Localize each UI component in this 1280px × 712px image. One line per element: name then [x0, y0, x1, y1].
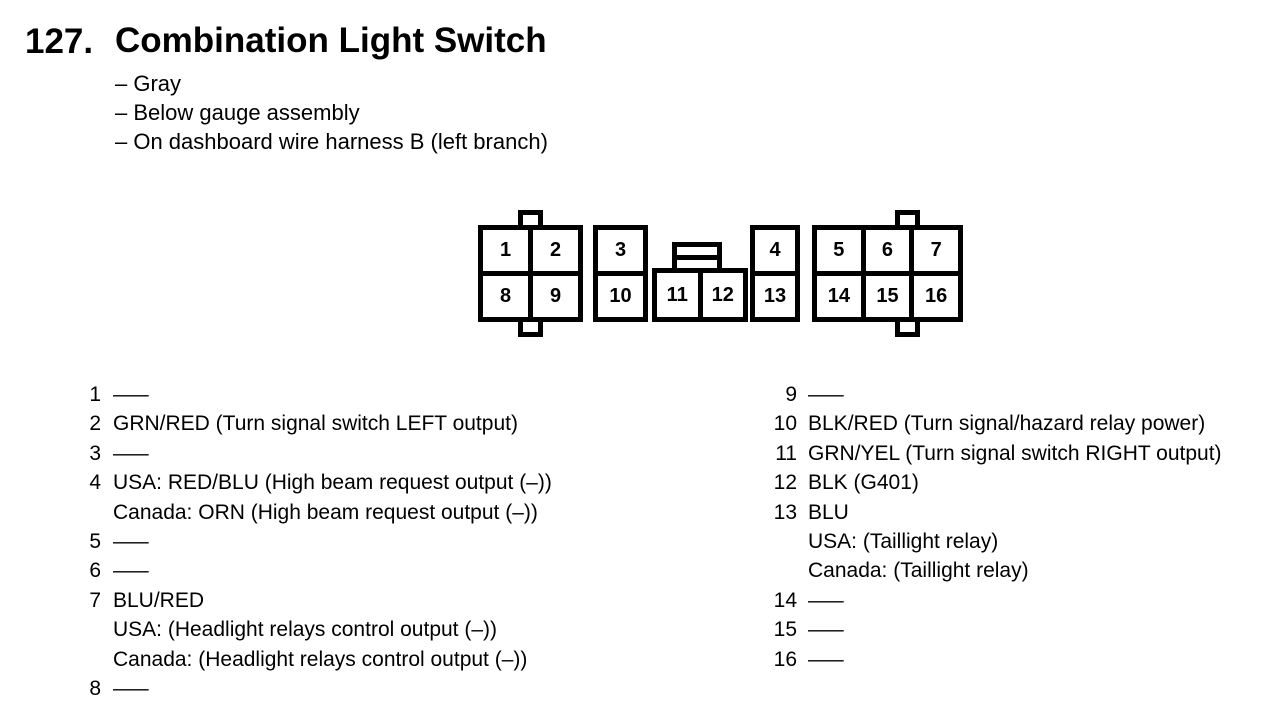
no-connection-dash: — [113, 530, 149, 554]
no-connection-dash: — [113, 383, 149, 406]
pin-row-13: 13 BLU USA: (Taillight relay) Canada: (T… [772, 498, 1272, 586]
pin-wire-color: BLU [808, 500, 849, 524]
pin-number: 16 [773, 647, 797, 671]
pin-number: 8 [89, 677, 101, 701]
pin-row-4: 4 USA: RED/BLU (High beam request output… [86, 468, 686, 527]
pin-description: GRN/YEL (Turn signal switch RIGHT output… [808, 441, 1222, 465]
connector-pin-cell-6: 6 [865, 230, 910, 271]
pin-row-15: 15 — [772, 615, 1272, 644]
connector-block-3-10: 3 10 [593, 225, 648, 322]
connector-pin-cell-2: 2 [533, 230, 578, 271]
no-connection-dash: — [808, 588, 844, 612]
connector-pin-cell-16: 16 [914, 276, 958, 317]
pin-number: 1 [89, 383, 101, 406]
pin-number: 9 [785, 383, 797, 406]
note-harness: – On dashboard wire harness B (left bran… [115, 128, 548, 154]
pin-number: 15 [773, 618, 797, 642]
header-text-block: Combination Light Switch – Gray – Below … [115, 21, 548, 156]
connector-notes: – Gray – Below gauge assembly – On dashb… [115, 69, 548, 156]
connector-pin-cell-1: 1 [483, 230, 528, 271]
pin-number: 14 [773, 588, 797, 612]
connector-latch [672, 242, 722, 273]
connector-diagram: 1 2 8 9 3 10 11 12 4 13 5 6 7 14 15 16 [478, 210, 963, 344]
pin-description-line-usa: USA: (Headlight relays control output (–… [113, 618, 497, 642]
pin-number: 5 [89, 530, 101, 554]
pin-number: 12 [773, 471, 797, 495]
connector-pin-cell-7: 7 [914, 230, 958, 271]
pin-description-line-canada: Canada: (Taillight relay) [808, 559, 1029, 583]
connector-pin-cell-13: 13 [755, 276, 795, 317]
pin-description-line-usa: USA: (Taillight relay) [808, 530, 999, 554]
pin-number: 13 [773, 500, 797, 524]
note-location: – Below gauge assembly [115, 99, 360, 125]
pin-list-left: 1 — 2 GRN/RED (Turn signal switch LEFT o… [86, 380, 686, 703]
pin-row-8: 8 — [86, 674, 686, 703]
pin-number: 3 [89, 441, 101, 465]
no-connection-dash: — [113, 441, 149, 465]
pin-row-3: 3 — [86, 439, 686, 468]
pin-description: USA: RED/BLU (High beam request output (… [113, 468, 552, 527]
connector-pin-cell-8: 8 [483, 276, 528, 317]
connector-pin-cell-9: 9 [533, 276, 578, 317]
connector-block-left: 1 2 8 9 [478, 225, 583, 322]
connector-pin-cell-11: 11 [657, 273, 698, 317]
no-connection-dash: — [808, 618, 844, 642]
note-color: – Gray [115, 70, 182, 96]
pin-description: BLU USA: (Taillight relay) Canada: (Tail… [808, 498, 1029, 586]
pin-row-14: 14 — [772, 586, 1272, 615]
no-connection-dash: — [808, 647, 844, 671]
connector-pin-cell-3: 3 [598, 230, 643, 271]
pin-description: GRN/RED (Turn signal switch LEFT output) [113, 412, 518, 436]
pin-description-line-canada: Canada: (Headlight relays control output… [113, 647, 528, 671]
connector-pin-cell-4: 4 [755, 230, 795, 271]
pin-description: BLU/RED USA: (Headlight relays control o… [113, 586, 527, 674]
pin-list-right: 9 — 10 BLK/RED (Turn signal/hazard relay… [772, 380, 1272, 674]
connector-pin-cell-5: 5 [817, 230, 861, 271]
connector-latch-bar [676, 255, 718, 260]
pin-number: 6 [89, 559, 101, 583]
pin-row-9: 9 — [772, 380, 1272, 409]
pin-row-16: 16 — [772, 645, 1272, 674]
pin-row-12: 12 BLK (G401) [772, 468, 1272, 497]
connector-block-middle: 11 12 [652, 268, 748, 322]
connector-pin-cell-10: 10 [598, 276, 643, 317]
pin-number: 10 [773, 412, 797, 436]
pin-number: 11 [775, 441, 797, 465]
connector-block-4-13: 4 13 [750, 225, 800, 322]
pin-row-10: 10 BLK/RED (Turn signal/hazard relay pow… [772, 409, 1272, 438]
pin-row-7: 7 BLU/RED USA: (Headlight relays control… [86, 586, 686, 674]
pin-row-2: 2 GRN/RED (Turn signal switch LEFT outpu… [86, 409, 686, 438]
pin-description: BLK (G401) [808, 471, 919, 495]
connector-pin-cell-12: 12 [702, 273, 743, 317]
connector-block-right: 5 6 7 14 15 16 [812, 225, 963, 322]
pin-number: 4 [89, 471, 101, 495]
no-connection-dash: — [113, 677, 149, 701]
no-connection-dash: — [808, 383, 844, 406]
pin-description-line-canada: Canada: ORN (High beam request output (–… [113, 500, 538, 524]
pin-row-11: 11 GRN/YEL (Turn signal switch RIGHT out… [772, 439, 1272, 468]
pin-number: 7 [89, 588, 101, 612]
connector-pin-cell-14: 14 [817, 276, 861, 317]
page-header: 127. Combination Light Switch – Gray – B… [25, 21, 548, 156]
item-number: 127. [25, 22, 94, 61]
pin-number: 2 [89, 412, 101, 436]
pin-row-1: 1 — [86, 380, 686, 409]
pin-row-5: 5 — [86, 527, 686, 556]
connector-pin-cell-15: 15 [865, 276, 910, 317]
pin-wire-color: BLU/RED [113, 588, 205, 612]
pin-description: BLK/RED (Turn signal/hazard relay power) [808, 412, 1206, 436]
pin-row-6: 6 — [86, 556, 686, 585]
no-connection-dash: — [113, 559, 149, 583]
page-title: Combination Light Switch [115, 21, 547, 60]
pin-description-line-usa: USA: RED/BLU (High beam request output (… [113, 471, 552, 495]
